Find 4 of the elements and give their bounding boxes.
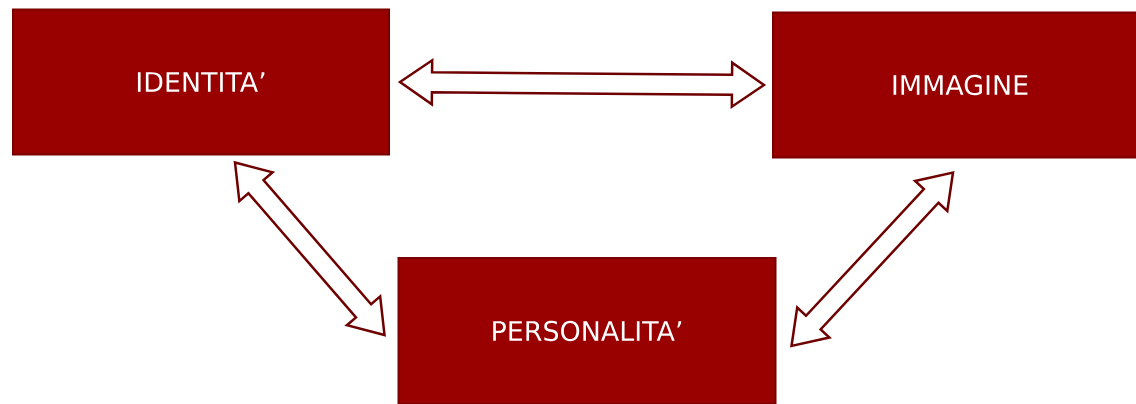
concept-box: PERSONALITA’: [397, 257, 777, 404]
concept-box: IMMAGINE: [772, 11, 1136, 159]
block-arrow: [790, 170, 955, 348]
concept-box: IDENTITA’: [12, 8, 390, 156]
